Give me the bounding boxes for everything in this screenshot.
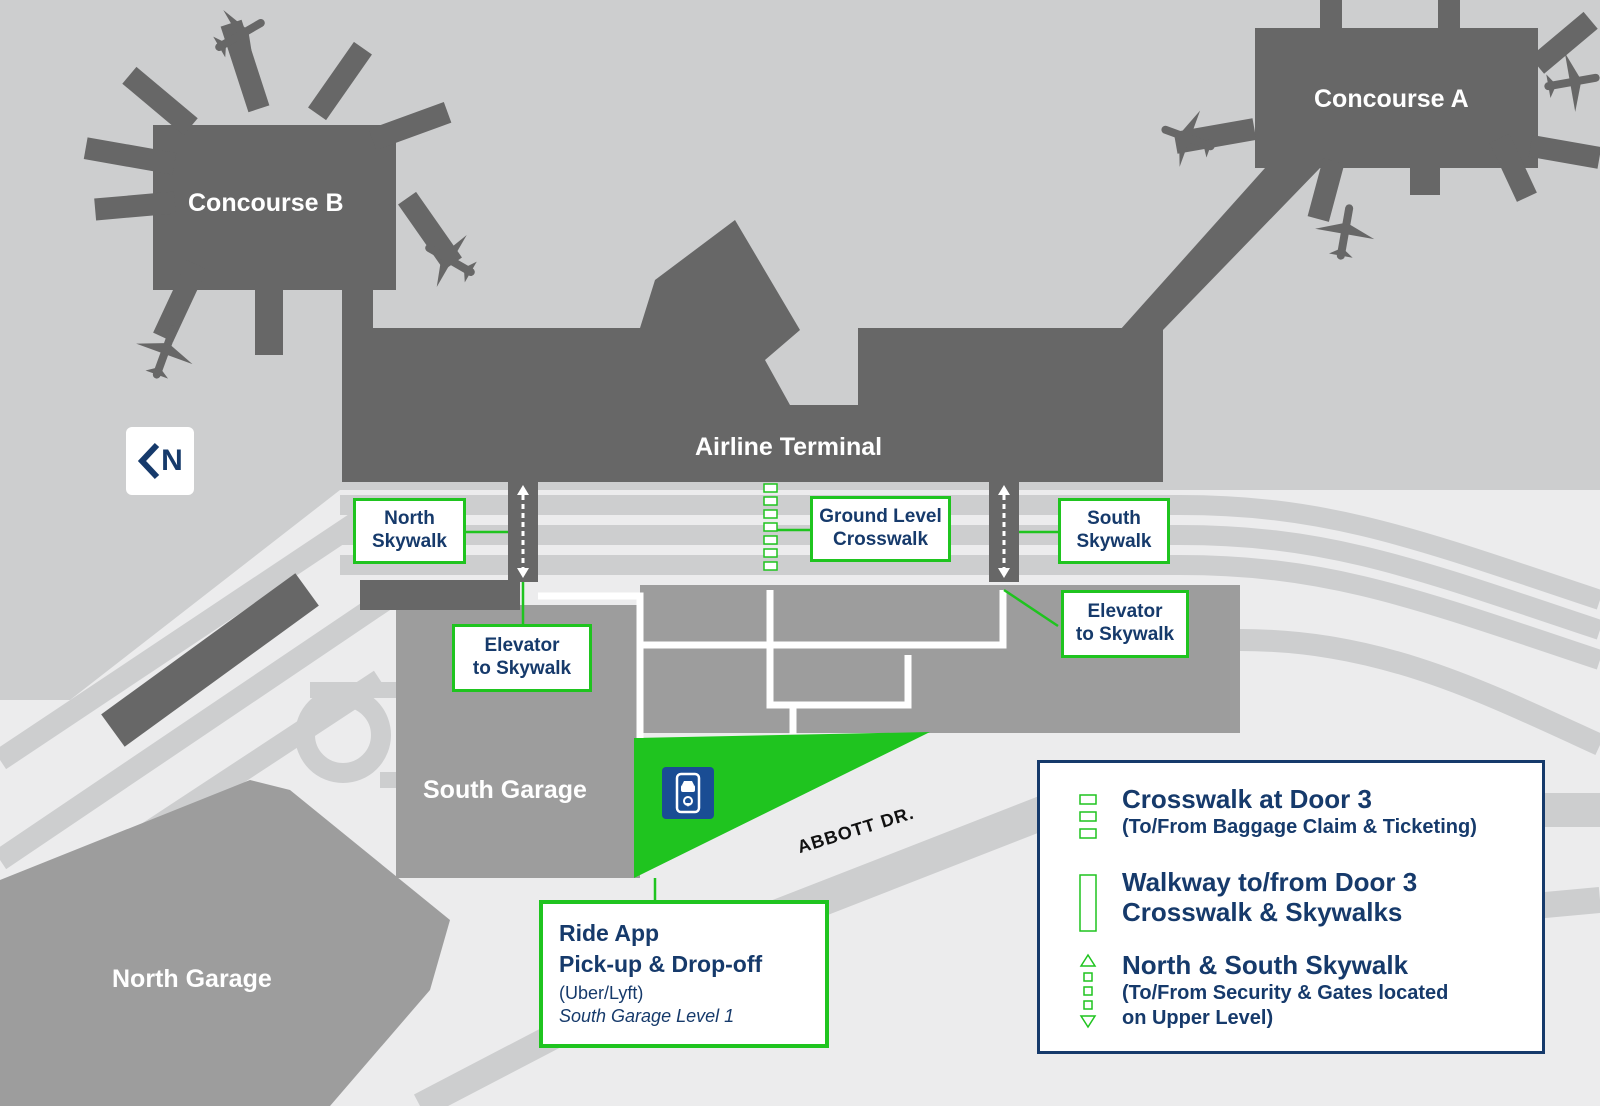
legend-title: North & South Skywalk — [1122, 950, 1409, 980]
legend-item-crosswalk: Crosswalk at Door 3 (To/From Baggage Cla… — [1122, 784, 1477, 840]
airline-terminal — [342, 220, 1163, 482]
legend-subtitle: (To/From Security & Gates located — [1122, 981, 1449, 1004]
callout-line: to Skywalk — [472, 658, 572, 679]
walkway-legend-icon — [1079, 874, 1097, 932]
elevator-left-callout: Elevator to Skywalk — [452, 624, 592, 692]
legend-item-walkway: Walkway to/from Door 3 Crosswalk & Skywa… — [1122, 867, 1418, 928]
elevator-right-callout: Elevator to Skywalk — [1061, 590, 1189, 658]
callout-line: to Skywalk — [1075, 624, 1175, 645]
callout-line: South — [1087, 508, 1141, 530]
callout-line: Ground Level — [819, 506, 942, 528]
concourse-b — [83, 19, 462, 355]
ground-crosswalk-callout: Ground Level Crosswalk — [810, 496, 951, 562]
ground-crosswalk-markers — [763, 483, 778, 571]
ride-app-callout: Ride App Pick-up & Drop-off (Uber/Lyft) … — [539, 900, 829, 1048]
legend-subtitle: (To/From Baggage Claim & Ticketing) — [1122, 815, 1477, 838]
callout-line: Crosswalk — [832, 529, 929, 550]
callout-line: Elevator — [484, 635, 560, 657]
ride-app-title-line2: Pick-up & Drop-off — [559, 951, 763, 978]
airline-terminal-label: Airline Terminal — [695, 433, 883, 461]
legend-item-skywalk: North & South Skywalk (To/From Security … — [1122, 950, 1449, 1031]
walkway-network — [538, 590, 1007, 738]
callout-line: Skywalk — [372, 531, 447, 552]
legend-title-line2: Crosswalk & Skywalks — [1122, 896, 1403, 927]
concourse-a — [1173, 0, 1600, 222]
north-garage-label: North Garage — [112, 965, 272, 993]
north-compass: N — [126, 427, 194, 495]
north-skywalk-callout: North Skywalk — [353, 498, 466, 564]
callout-line: North — [384, 508, 435, 530]
ride-app-subtitle: (Uber/Lyft) — [559, 983, 644, 1004]
legend-subtitle-line2: on Upper Level) — [1122, 1006, 1274, 1029]
ride-app-title: Ride App — [559, 920, 660, 946]
car-phone-pin-icon — [662, 767, 714, 819]
south-skywalk-callout: South Skywalk — [1058, 498, 1170, 564]
concourse-a-label: Concourse A — [1314, 85, 1469, 113]
callout-line: Skywalk — [1076, 531, 1152, 552]
south-garage-label: South Garage — [423, 776, 587, 804]
ride-app-location: South Garage Level 1 — [559, 1006, 735, 1027]
crosswalk-legend-icon — [1079, 794, 1097, 839]
compass-letter: N — [161, 444, 183, 477]
chevron-left-icon — [138, 442, 160, 480]
north-garage — [0, 780, 450, 1106]
map-legend: Crosswalk at Door 3 (To/From Baggage Cla… — [1037, 760, 1545, 1054]
legend-title: Walkway to/from Door 3 — [1122, 867, 1418, 897]
skywalk-legend-icon — [1079, 953, 1097, 1029]
concourse-b-label: Concourse B — [188, 189, 344, 217]
legend-title: Crosswalk at Door 3 — [1122, 784, 1372, 814]
callout-line: Elevator — [1087, 601, 1163, 623]
